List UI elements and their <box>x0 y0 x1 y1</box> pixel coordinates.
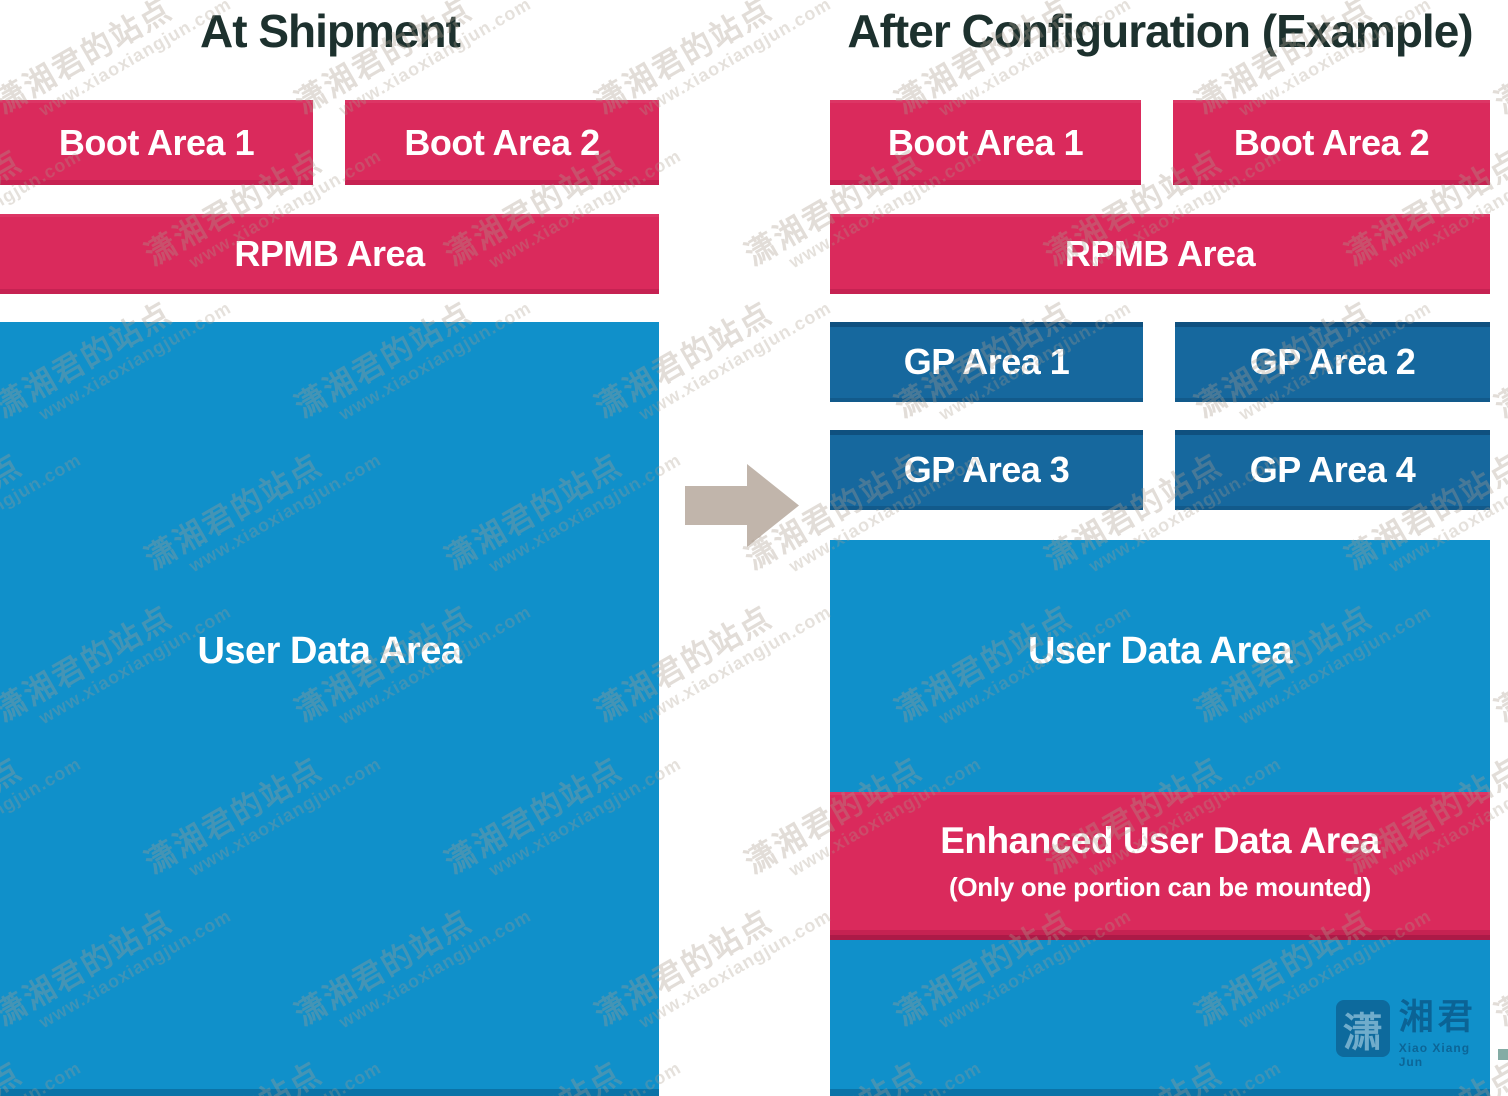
logo-name-latin: Xiao Xiang Jun <box>1398 1040 1471 1069</box>
right-boot-area-1-label: Boot Area 1 <box>887 121 1084 163</box>
right-boot-area-2-box: Boot Area 2 <box>1173 100 1490 185</box>
left-user-data-area-label: User Data Area <box>197 630 462 672</box>
left-boot-area-1-box: Boot Area 1 <box>0 100 313 185</box>
logo-name-cjk: 湘君 <box>1398 998 1477 1037</box>
logo-seal-char: 潇 <box>1342 1010 1383 1055</box>
gp-area-2-box: GP Area 2 <box>1175 322 1490 402</box>
enhanced-user-data-area-box: Enhanced User Data Area (Only one portio… <box>830 792 1490 940</box>
right-panel-title: After Configuration (Example) <box>847 5 1473 57</box>
left-boot-area-2-label: Boot Area 2 <box>404 121 600 163</box>
right-boot-area-2-label: Boot Area 2 <box>1233 121 1430 163</box>
left-rpmb-area-box: RPMB Area <box>0 214 659 294</box>
gp-area-4-label: GP Area 4 <box>1249 449 1416 490</box>
gp-area-3-label: GP Area 3 <box>903 449 1070 490</box>
gp-area-1-box: GP Area 1 <box>830 322 1143 402</box>
right-rpmb-area-label: RPMB Area <box>1064 233 1256 274</box>
gp-area-3-box: GP Area 3 <box>830 430 1143 510</box>
left-user-data-area-box: User Data Area <box>0 322 659 1096</box>
logo-square-icon <box>1497 1049 1508 1061</box>
site-logo: 潇 湘君 Xiao Xiang Jun <box>1336 998 1508 1069</box>
gp-area-2-label: GP Area 2 <box>1249 341 1416 382</box>
left-panel-title: At Shipment <box>200 5 461 57</box>
gp-area-4-box: GP Area 4 <box>1175 430 1490 510</box>
enhanced-user-data-area-label: Enhanced User Data Area <box>940 820 1380 861</box>
left-boot-area-1-label: Boot Area 1 <box>58 121 255 163</box>
right-user-data-area-label: User Data Area <box>1027 630 1293 672</box>
left-boot-area-2-box: Boot Area 2 <box>345 100 659 185</box>
enhanced-user-data-area-note: (Only one portion can be mounted) <box>949 871 1371 902</box>
gp-area-1-label: GP Area 1 <box>903 341 1070 382</box>
right-arrow-icon <box>685 458 801 553</box>
right-boot-area-1-box: Boot Area 1 <box>830 100 1141 185</box>
left-rpmb-area-label: RPMB Area <box>234 233 425 274</box>
right-rpmb-area-box: RPMB Area <box>830 214 1490 294</box>
logo-seal-icon: 潇 <box>1336 1000 1390 1057</box>
